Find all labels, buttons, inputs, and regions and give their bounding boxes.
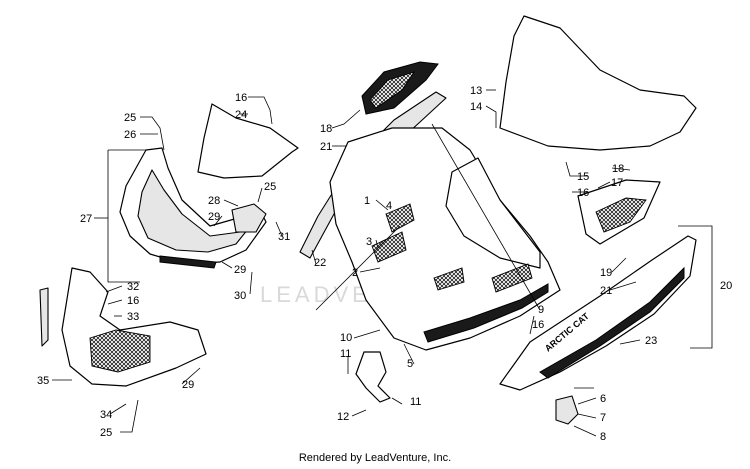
callout-22: 22 (314, 257, 326, 269)
callout-labels: 16 24 25 26 27 28 25 29 31 29 30 32 16 3… (37, 85, 732, 443)
callout-3: 3 (366, 236, 372, 248)
callout-1: 1 (364, 195, 370, 207)
callout-6: 6 (600, 393, 606, 405)
callout-34: 34 (100, 409, 112, 421)
callout-16: 16 (532, 319, 544, 331)
callout-4: 4 (386, 200, 392, 212)
callout-29: 29 (208, 211, 220, 223)
callout-26: 26 (124, 129, 136, 141)
part-12-bracket (355, 351, 391, 403)
callout-11: 11 (340, 348, 351, 360)
callout-10: 10 (340, 332, 352, 344)
part-1-hood-cutout (445, 157, 541, 269)
part-1-hood (329, 127, 561, 351)
callout-25: 25 (100, 427, 112, 439)
part-grille-lower-left (433, 267, 465, 291)
callout-33: 33 (127, 311, 139, 323)
part-13-windshield (499, 15, 697, 151)
callout-31: 31 (278, 231, 290, 243)
callout-18: 18 (612, 163, 624, 175)
part-9-stripe-decal (423, 283, 549, 343)
callout-21: 21 (600, 285, 612, 297)
part-24-panel (197, 103, 299, 179)
callout-16: 16 (127, 295, 139, 307)
callout-11: 11 (410, 396, 421, 408)
callout-35: 35 (37, 375, 49, 387)
callout-17: 17 (611, 177, 623, 189)
footer-credit: Rendered by LeadVenture, Inc. (298, 452, 452, 464)
callout-19: 19 (600, 267, 612, 279)
part-18-top-vent-mesh (369, 71, 416, 109)
callout-14: 14 (470, 101, 482, 113)
callout-8: 8 (600, 431, 606, 443)
part-4-grille-upper (385, 203, 415, 233)
callout-27: 27 (80, 213, 92, 225)
part-6-bracket (555, 395, 579, 425)
callout-21: 21 (320, 141, 332, 153)
callout-16: 16 (235, 92, 247, 104)
callout-2: 2 (352, 267, 358, 279)
part-3-grille-middle (371, 231, 407, 263)
part-28-bracket (231, 203, 267, 233)
callout-13: 13 (470, 85, 482, 97)
callout-12: 12 (337, 411, 349, 423)
callout-30: 30 (234, 290, 246, 302)
part-34-strip (39, 287, 49, 347)
callout-24: 24 (235, 109, 247, 121)
part-27-inner-rim (137, 169, 253, 253)
callout-23: 23 (645, 335, 657, 347)
leader-lines (52, 89, 713, 437)
part-23-panel-stripe (539, 266, 685, 379)
callout-29: 29 (234, 264, 246, 276)
part-35-mesh-grille (89, 329, 151, 373)
callout-29: 29 (182, 379, 194, 391)
callout-25: 25 (264, 181, 276, 193)
callout-16: 16 (577, 187, 589, 199)
callout-28: 28 (208, 195, 220, 207)
callout-18: 18 (320, 123, 332, 135)
part-18-side-vent-mesh (595, 197, 647, 233)
callout-5: 5 (407, 358, 413, 370)
callout-9: 9 (538, 304, 544, 316)
callout-7: 7 (600, 412, 606, 424)
callout-15: 15 (577, 171, 589, 183)
callout-25: 25 (124, 112, 136, 124)
part-27-vent-slots (159, 255, 217, 269)
callout-32: 32 (127, 281, 139, 293)
callout-20: 20 (720, 280, 732, 292)
